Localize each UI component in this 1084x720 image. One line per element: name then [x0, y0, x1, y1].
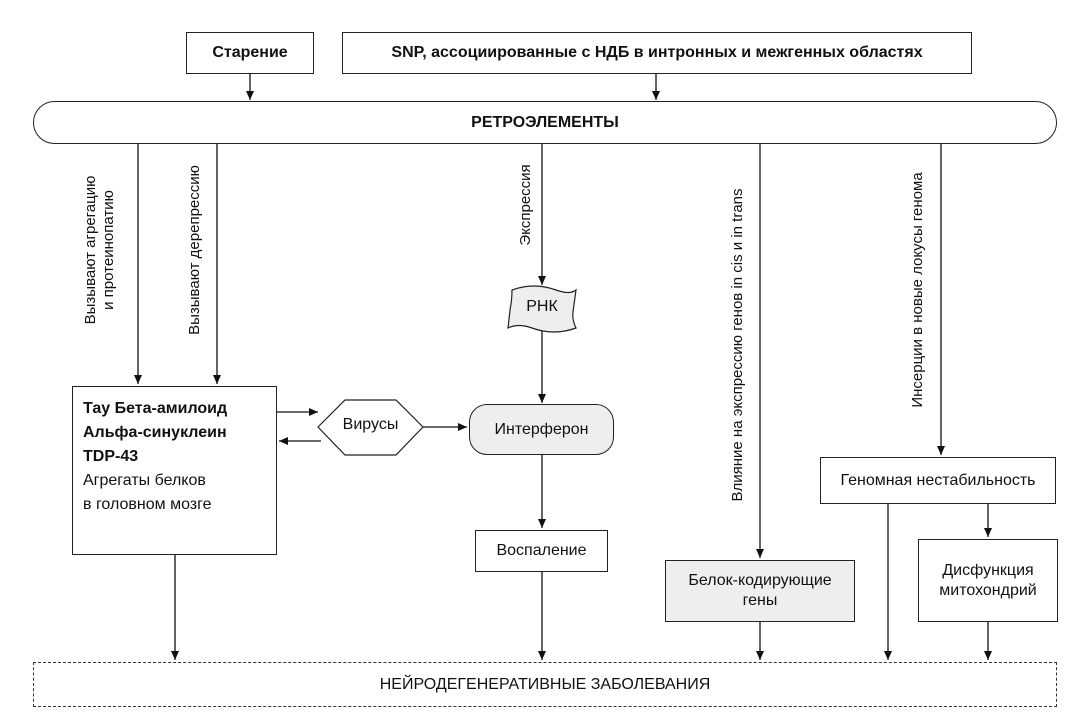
retroelements-label: РЕТРОЭЛЕМЕНТЫ [471, 113, 619, 131]
genomic-instability-label: Геномная нестабильность [840, 471, 1036, 489]
snp-label: SNP, ассоциированные с НДБ в интронных и… [391, 44, 923, 61]
inflammation-box: Воспаление [475, 530, 608, 572]
neurodegenerative-label: НЕЙРОДЕГЕНЕРАТИВНЫЕ ЗАБОЛЕВАНИЯ [379, 675, 711, 693]
protein-line-brain: в головном мозге [83, 496, 212, 513]
protein-line-alpha-syn: Альфа-синуклеин [83, 424, 227, 441]
edge-label-aggregation: Вызывают агрегацию и протеинопатию [82, 175, 117, 325]
edge-label-derepression: Вызывают дерепрессию [186, 165, 203, 335]
viruses-label: Вирусы [342, 416, 399, 433]
edge-label-insertions: Инсерции в новые локусы генома [909, 172, 926, 408]
mito-dysfunction-box: Дисфункция митохондрий [918, 539, 1058, 622]
neurodegenerative-box: НЕЙРОДЕГЕНЕРАТИВНЫЕ ЗАБОЛЕВАНИЯ [33, 662, 1057, 707]
inflammation-label: Воспаление [496, 542, 587, 559]
protein-coding-genes-label: Белок-кодирующие гены [688, 572, 832, 609]
interferon-box: Интерферон [469, 404, 614, 455]
viruses-hexagon [317, 399, 424, 456]
protein-line-aggregates: Агрегаты белков [83, 472, 206, 489]
genomic-instability-box: Геномная нестабильность [820, 457, 1056, 504]
snp-box: SNP, ассоциированные с НДБ в интронных и… [342, 32, 972, 74]
mito-dysfunction-label: Дисфункция митохондрий [939, 561, 1037, 599]
aging-label: Старение [212, 44, 288, 61]
rna-tape-shape [507, 285, 577, 333]
retroelements-box: РЕТРОЭЛЕМЕНТЫ [33, 101, 1057, 144]
protein-line-tau-abeta: Тау Бета-амилоид [83, 400, 228, 417]
proteins-box: Тау Бета-амилоид Альфа-синуклеин TDP-43 … [72, 386, 277, 555]
edge-label-expression: Экспрессия [517, 164, 534, 246]
edge-label-gene-expression: Влияние на экспрессию генов in cis и in … [729, 188, 746, 502]
protein-line-tdp43: TDP-43 [83, 448, 139, 465]
aging-box: Старение [186, 32, 314, 74]
rna-label: РНК [526, 298, 558, 315]
protein-coding-genes-box: Белок-кодирующие гены [665, 560, 855, 622]
interferon-label: Интерферон [494, 420, 589, 438]
